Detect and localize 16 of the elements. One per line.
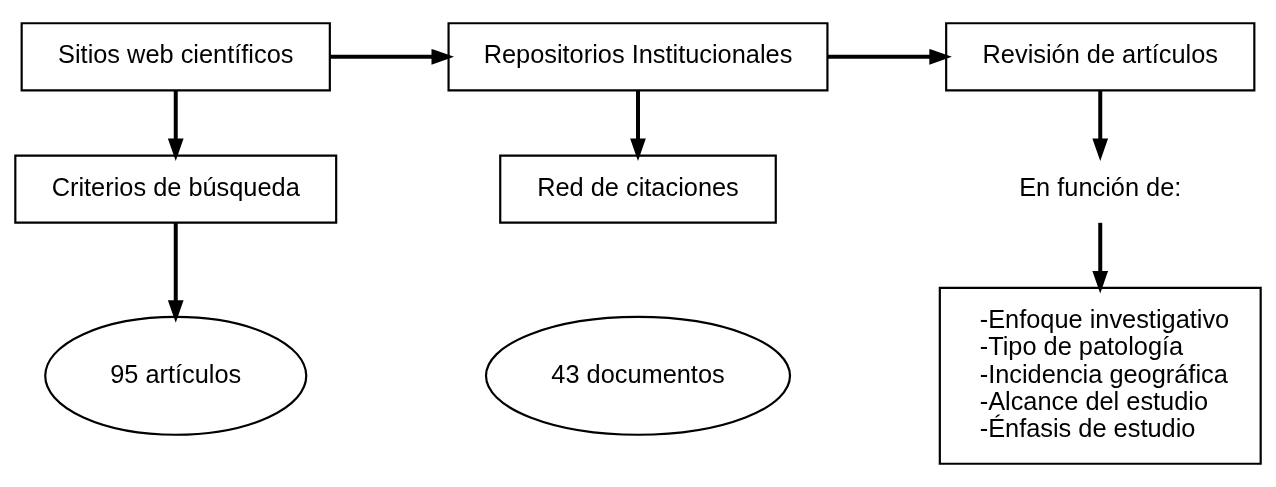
node-box: Sitios web científicos [20,22,331,92]
node-box: Revisión de artículos [945,22,1256,92]
node-ellipse: 95 artículos [44,315,308,436]
node-ellipse: 43 documentos [484,315,792,436]
node-text: En función de: [1019,172,1182,201]
arrow [330,48,455,65]
node-box: Repositorios Institucionales [447,22,829,92]
node-box: -Enfoque investigativo -Tipo de patología -Incidencia geográfica -Alcance del estudio -Énfasis de estudio [938,286,1262,465]
arrow [1092,222,1109,294]
arrow [167,90,184,161]
arrow [1092,90,1109,161]
node-box: Red de citaciones [499,154,777,224]
arrow [167,222,184,323]
arrow [630,90,646,161]
node-box: Criterios de búsqueda [14,154,338,224]
arrow [827,48,952,65]
